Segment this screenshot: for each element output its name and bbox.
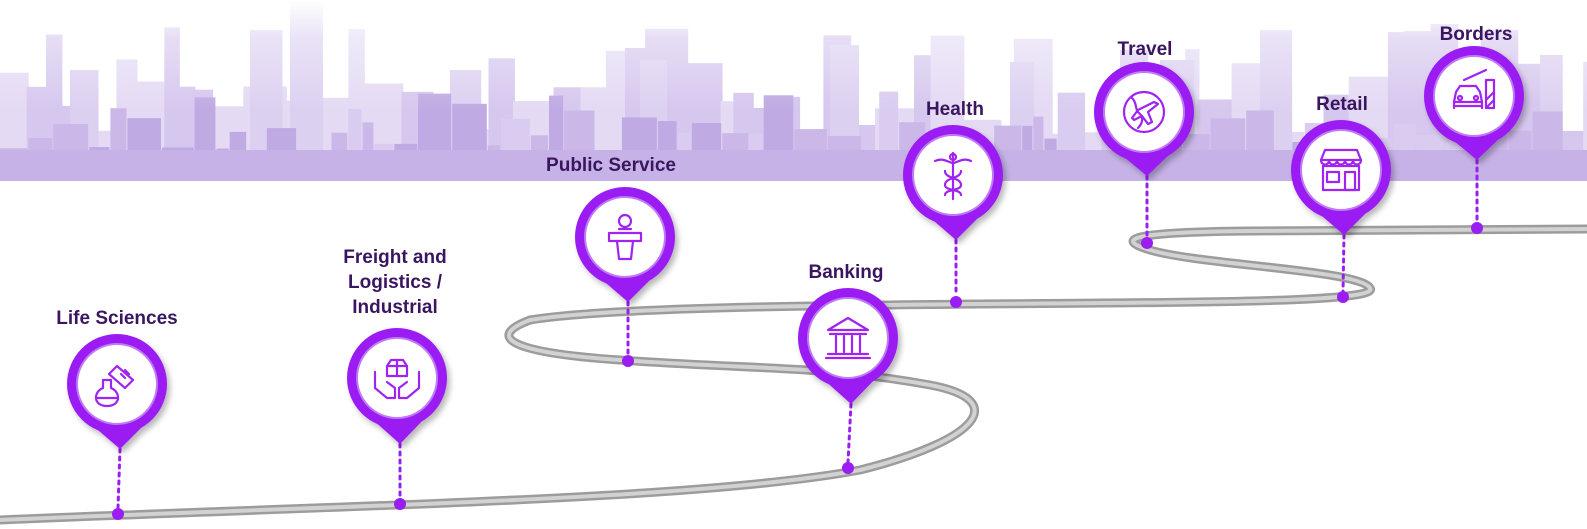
- stop-label: Life Sciences: [56, 308, 177, 329]
- stop-label-line: Travel: [1118, 39, 1173, 60]
- road-marker-dot: [1337, 291, 1349, 303]
- stop-borders: Borders: [1424, 24, 1524, 234]
- pin-face: [1300, 129, 1382, 211]
- stop-label-line: Health: [926, 99, 984, 120]
- skyline-building: [1033, 116, 1044, 180]
- road-marker-dot: [394, 498, 406, 510]
- stop-connector: [846, 402, 853, 464]
- stop-label: Retail: [1316, 94, 1368, 115]
- stop-label-line: Logistics /: [348, 272, 443, 293]
- pin-face: [584, 196, 666, 278]
- stop-label: Borders: [1440, 24, 1513, 45]
- stop-retail: Retail: [1291, 94, 1391, 303]
- winding-road: [0, 224, 1587, 525]
- stop-label: Public Service: [546, 155, 676, 176]
- road-marker-dot: [842, 462, 854, 474]
- stop-label-line: Public Service: [546, 155, 676, 176]
- hands-box-icon: [373, 358, 421, 400]
- road-marker-dot: [622, 355, 634, 367]
- road-marker-dot: [1141, 237, 1153, 249]
- road-marker-dot: [950, 296, 962, 308]
- road-marker-dot: [1471, 222, 1483, 234]
- stop-health: Health: [903, 99, 1003, 308]
- pin-face: [1103, 71, 1185, 153]
- storefront-icon: [1319, 148, 1363, 192]
- stop-label-line: Industrial: [352, 297, 438, 318]
- skyline-building: [1583, 61, 1587, 181]
- stop-label-line: Freight and: [343, 247, 446, 268]
- stop-label-line: Banking: [809, 262, 884, 283]
- person-podium-icon: [607, 213, 643, 261]
- stop-label-line: Life Sciences: [56, 308, 177, 329]
- flask-test-tube-icon: [94, 364, 135, 408]
- stop-label-line: Retail: [1316, 94, 1368, 115]
- globe-airplane-icon: [1122, 90, 1166, 134]
- stop-connector: [1341, 233, 1346, 293]
- stop-life-sciences: Life Sciences: [56, 308, 178, 520]
- pin-face: [807, 297, 889, 379]
- stop-connector: [116, 447, 122, 510]
- pin-face: [356, 337, 438, 419]
- car-barrier-icon: [1452, 68, 1496, 110]
- stop-banking: Banking: [798, 262, 898, 474]
- stop-travel: Travel: [1094, 39, 1194, 249]
- pin-face: [76, 343, 158, 425]
- stop-label: Banking: [809, 262, 884, 283]
- skyline-fade: [0, 0, 1587, 110]
- stop-public-service: Public Service: [546, 155, 676, 367]
- stop-label: Travel: [1118, 39, 1173, 60]
- stop-label: Health: [926, 99, 984, 120]
- road-marker-dot: [112, 508, 124, 520]
- bank-building-icon: [824, 316, 872, 360]
- stop-label-line: Borders: [1440, 24, 1513, 45]
- caduceus-icon: [933, 151, 973, 201]
